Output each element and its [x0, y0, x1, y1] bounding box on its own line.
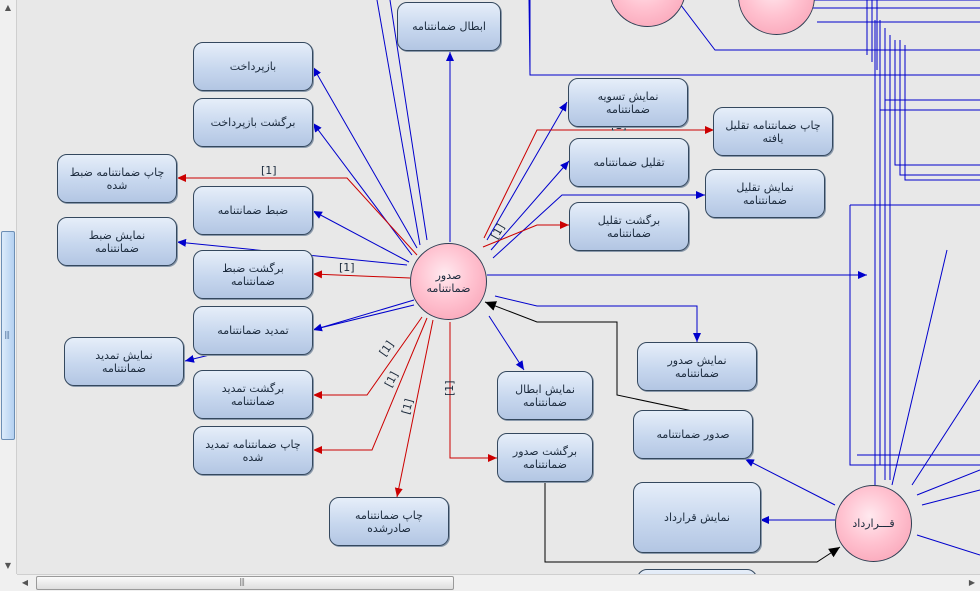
connector-layer: [1] [1] [1] [1] [1] [1] [1] [1]	[176, 0, 980, 563]
scroll-right-arrow-icon[interactable]: ▶	[968, 578, 976, 587]
multiplicity-label: [1]	[339, 261, 355, 274]
scroll-up-arrow-icon[interactable]: ▲	[4, 3, 12, 12]
node-print-reduced[interactable]: چاپ ضمانتنامه تقلیل یافته	[713, 107, 833, 156]
horizontal-scroll-thumb[interactable]: |||	[36, 576, 454, 590]
right-bus-lines	[849, 20, 980, 556]
node-show-seized[interactable]: نمایش ضبط ضمانتنامه	[57, 217, 177, 266]
node-print-seized[interactable]: چاپ ضمانتنامه ضبط شده	[57, 154, 177, 203]
node-show-settlement[interactable]: نمایش تسویه ضمانتنامه	[568, 78, 688, 127]
node-print-extended[interactable]: چاپ ضمانتنامه تمدید شده	[193, 426, 313, 475]
black-edges	[484, 301, 841, 563]
node-show-reduction[interactable]: نمایش تقلیل ضمانتنامه	[705, 169, 825, 218]
multiplicity-label: [1]	[377, 338, 397, 358]
multiplicity-label: [1]	[443, 380, 456, 396]
node-show-cancel[interactable]: نمایش ابطال ضمانتنامه	[497, 371, 593, 420]
grip-icon: |||	[239, 577, 245, 586]
multiplicity-label: [1]	[261, 164, 277, 177]
multiplicity-label: [1]	[399, 397, 416, 415]
node-repayment[interactable]: بازپرداخت	[193, 42, 313, 91]
multiplicity-label: [1]	[382, 370, 401, 390]
red-edges-from-guarantee-hub	[177, 126, 714, 498]
scroll-down-arrow-icon[interactable]: ▼	[4, 561, 12, 570]
scroll-left-arrow-icon[interactable]: ◀	[21, 578, 29, 587]
grip-icon: |||	[4, 330, 10, 339]
blue-edges-from-guarantee-hub	[176, 52, 867, 524]
vertical-scroll-thumb[interactable]: |||	[1, 231, 15, 440]
node-extend-return[interactable]: برگشت تمدید ضمانتنامه	[193, 370, 313, 419]
node-reduce[interactable]: تقلیل ضمانتنامه	[569, 138, 689, 187]
scrollbar-corner	[0, 574, 17, 591]
node-print-issued[interactable]: چاپ ضمانتنامه صادرشده	[329, 497, 449, 546]
node-issue[interactable]: صدور ضمانتنامه	[633, 410, 753, 459]
node-cancel-guarantee[interactable]: ابطال ضمانتنامه	[397, 2, 501, 51]
horizontal-scrollbar[interactable]: ◀ ||| ▶	[17, 574, 980, 591]
node-show-issue[interactable]: نمایش صدور ضمانتنامه	[637, 342, 757, 391]
node-issue-return[interactable]: برگشت صدور ضمانتنامه	[497, 433, 593, 482]
node-reduce-return[interactable]: برگشت تقلیل ضمانتنامه	[569, 202, 689, 251]
vertical-scrollbar[interactable]: ▲ ||| ▼	[0, 0, 17, 574]
hub-guarantee-issue[interactable]: صدور ضمانتنامه	[410, 243, 487, 320]
node-seize[interactable]: ضبط ضمانتنامه	[193, 186, 313, 235]
node-seize-return[interactable]: برگشت ضبط ضمانتنامه	[193, 250, 313, 299]
node-repayment-return[interactable]: برگشت بازپرداخت	[193, 98, 313, 147]
diagram-canvas[interactable]: [1] [1] [1] [1] [1] [1] [1] [1] صدور ضما…	[17, 0, 980, 574]
node-show-contract[interactable]: نمایش قرارداد	[633, 482, 761, 553]
node-show-extension[interactable]: نمایش تمدید ضمانتنامه	[64, 337, 184, 386]
hub-contract[interactable]: قـــرارداد	[835, 485, 912, 562]
top-background-lines	[376, 0, 980, 246]
node-extend[interactable]: تمدید ضمانتنامه	[193, 306, 313, 355]
